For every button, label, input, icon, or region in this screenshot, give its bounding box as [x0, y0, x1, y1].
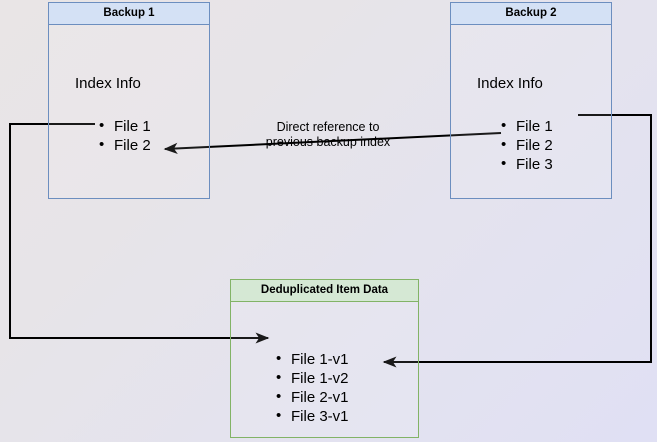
- list-item: File 1-v1: [276, 349, 349, 369]
- backup-1-item-list: File 1 File 2: [99, 116, 151, 155]
- backup-2-box: Backup 2 Index Info File 1 File 2 File 3: [450, 2, 612, 199]
- backup-2-header: Backup 2: [451, 3, 611, 25]
- list-item: File 2-v1: [276, 387, 349, 407]
- edge-label-direct-reference: Direct reference to previous backup inde…: [248, 120, 408, 150]
- list-item: File 1-v2: [276, 368, 349, 388]
- backup-1-body: Index Info File 1 File 2: [49, 25, 209, 198]
- list-item: File 3-v1: [276, 406, 349, 426]
- deduplicated-item-data-header: Deduplicated Item Data: [231, 280, 418, 302]
- backup-1-section-title: Index Info: [75, 75, 141, 92]
- deduplicated-item-data-body: File 1-v1 File 1-v2 File 2-v1 File 3-v1: [231, 302, 418, 437]
- backup-2-section-title: Index Info: [477, 75, 543, 92]
- edge-label-line-1: Direct reference to: [276, 120, 380, 134]
- deduplicated-item-list: File 1-v1 File 1-v2 File 2-v1 File 3-v1: [276, 349, 349, 426]
- list-item: File 1: [99, 116, 151, 136]
- list-item: File 2: [501, 135, 553, 155]
- list-item: File 2: [99, 135, 151, 155]
- backup-2-item-list: File 1 File 2 File 3: [501, 116, 553, 174]
- edge-label-line-2: previous backup index: [265, 135, 391, 149]
- list-item: File 3: [501, 154, 553, 174]
- list-item: File 1: [501, 116, 553, 136]
- backup-2-body: Index Info File 1 File 2 File 3: [451, 25, 611, 198]
- backup-1-header: Backup 1: [49, 3, 209, 25]
- backup-1-box: Backup 1 Index Info File 1 File 2: [48, 2, 210, 199]
- deduplicated-item-data-box: Deduplicated Item Data File 1-v1 File 1-…: [230, 279, 419, 438]
